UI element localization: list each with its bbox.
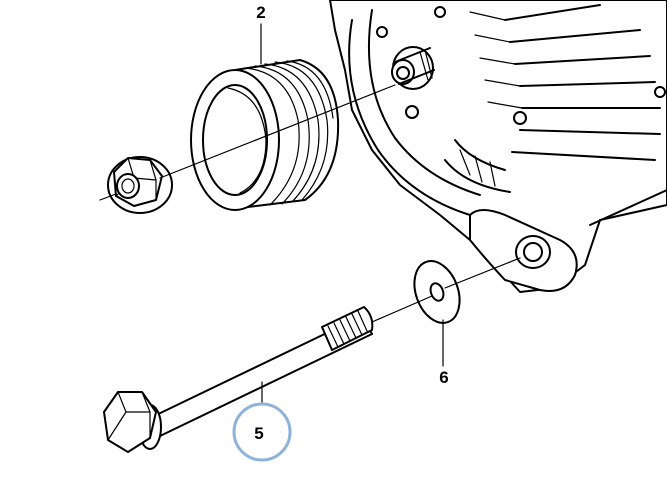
- highlight-circle: [232, 402, 292, 462]
- hex-bolt: [103, 306, 374, 453]
- alternator-housing: [329, 0, 667, 293]
- callout-washer: 6: [439, 368, 448, 387]
- alternator-shaft: [391, 46, 435, 90]
- flange-nut: [107, 156, 173, 214]
- callout-bolt: 5: [254, 424, 263, 443]
- leader-lines: [260, 23, 444, 403]
- pulley: [190, 59, 340, 211]
- washer: [413, 260, 461, 324]
- callout-pulley: 2: [256, 3, 265, 22]
- assembly-lines: [99, 84, 521, 323]
